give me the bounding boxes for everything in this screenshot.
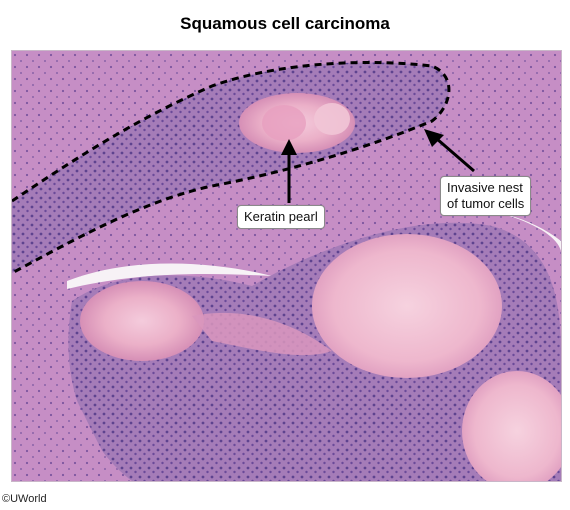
invasive-nest-text-line2: of tumor cells: [447, 196, 525, 211]
arrow-keratin-pearl: [281, 139, 297, 203]
nest-outline-dashed: [12, 61, 451, 275]
keratin-pearl-lower-left: [80, 281, 204, 361]
arrow-invasive-nest: [424, 129, 475, 173]
keratin-mass-center: [312, 234, 502, 378]
figure-title: Squamous cell carcinoma: [180, 14, 390, 33]
histology-svg: [12, 51, 561, 481]
keratin-mass-right: [462, 371, 561, 481]
histology-image: [11, 50, 562, 482]
copyright-text: ©UWorld: [2, 493, 47, 505]
keratin-pearl-label: Keratin pearl: [237, 205, 325, 229]
invasive-nest-label: Invasive nest of tumor cells: [440, 176, 532, 216]
invasive-nest-text-line1: Invasive nest: [447, 180, 523, 195]
keratin-pearl-text: Keratin pearl: [244, 209, 318, 224]
